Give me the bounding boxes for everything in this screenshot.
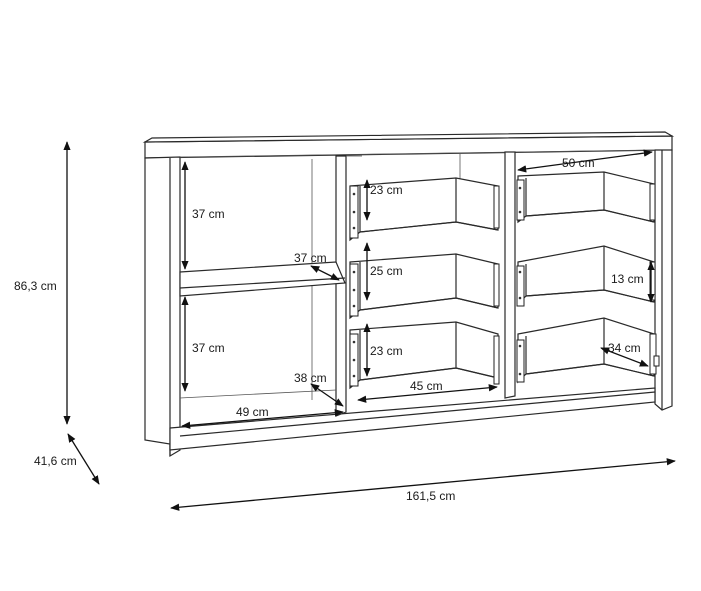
- left-shelf-depth-label: 37 cm: [294, 251, 327, 265]
- left-upper-shelf-height-label: 37 cm: [192, 207, 225, 221]
- right-drawer-width-label: 50 cm: [562, 156, 595, 170]
- left-lower-shelf-height-label: 37 cm: [192, 341, 225, 355]
- middle-drawer-bottom: [349, 321, 500, 390]
- middle-drawer-bottom-height-label: 23 cm: [370, 344, 403, 358]
- middle-drawer-mid-height-label: 25 cm: [370, 264, 403, 278]
- middle-drawer-top-height-label: 23 cm: [370, 183, 403, 197]
- depth-arrow: [67, 433, 100, 485]
- right-drawer-mid-height-label: 13 cm: [611, 272, 644, 286]
- depth-label: 41,6 cm: [34, 454, 77, 468]
- middle-drawer-width-label: 45 cm: [410, 379, 443, 393]
- left-bottom-depth-label: 38 cm: [294, 371, 327, 385]
- right-drawer-depth-label: 34 cm: [608, 341, 641, 355]
- width-label: 161,5 cm: [406, 489, 455, 503]
- left-inner-width-label: 49 cm: [236, 405, 269, 419]
- middle-drawer-top: [349, 177, 500, 242]
- dimension-lines: [63, 141, 676, 511]
- width-arrow: [170, 458, 676, 511]
- height-label: 86,3 cm: [14, 279, 57, 293]
- middle-drawer-middle: [349, 253, 500, 320]
- right-drawer-top: [516, 171, 656, 224]
